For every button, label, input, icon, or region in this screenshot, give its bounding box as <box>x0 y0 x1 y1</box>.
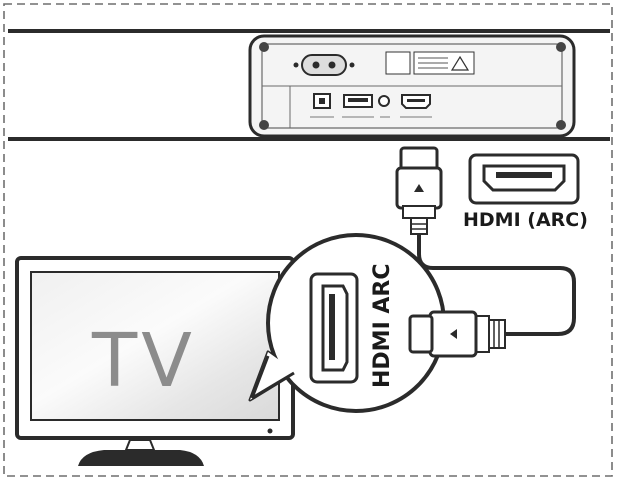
label-sticker <box>385 51 411 75</box>
soundbar <box>8 29 610 141</box>
tv-stand-base <box>78 450 204 466</box>
power-led-icon <box>267 428 273 434</box>
tv-screen-label: TV <box>91 318 196 404</box>
tv-stand <box>124 439 156 451</box>
screw-icon <box>259 120 269 130</box>
dashed-frame <box>3 3 613 477</box>
screw-icon <box>556 120 566 130</box>
warning-triangle-icon <box>450 55 470 71</box>
soundbar-port-label: HDMI (ARC) <box>463 209 588 231</box>
ac-inlet-icon <box>293 54 355 76</box>
screw-icon <box>556 42 566 52</box>
tv-port-label: HDMI ARC <box>370 263 395 388</box>
screw-icon <box>259 42 269 52</box>
soundbar-rear-panel <box>248 34 576 138</box>
hdmi-plug-top-icon <box>395 146 443 235</box>
hdmi-plug-side-icon <box>408 310 506 358</box>
tv-hdmi-port-icon <box>309 272 359 384</box>
television: TV <box>15 256 295 466</box>
aux-jack-icon <box>378 95 390 107</box>
tv-screen <box>30 271 280 421</box>
hdmi-port-callout-icon <box>468 153 580 205</box>
